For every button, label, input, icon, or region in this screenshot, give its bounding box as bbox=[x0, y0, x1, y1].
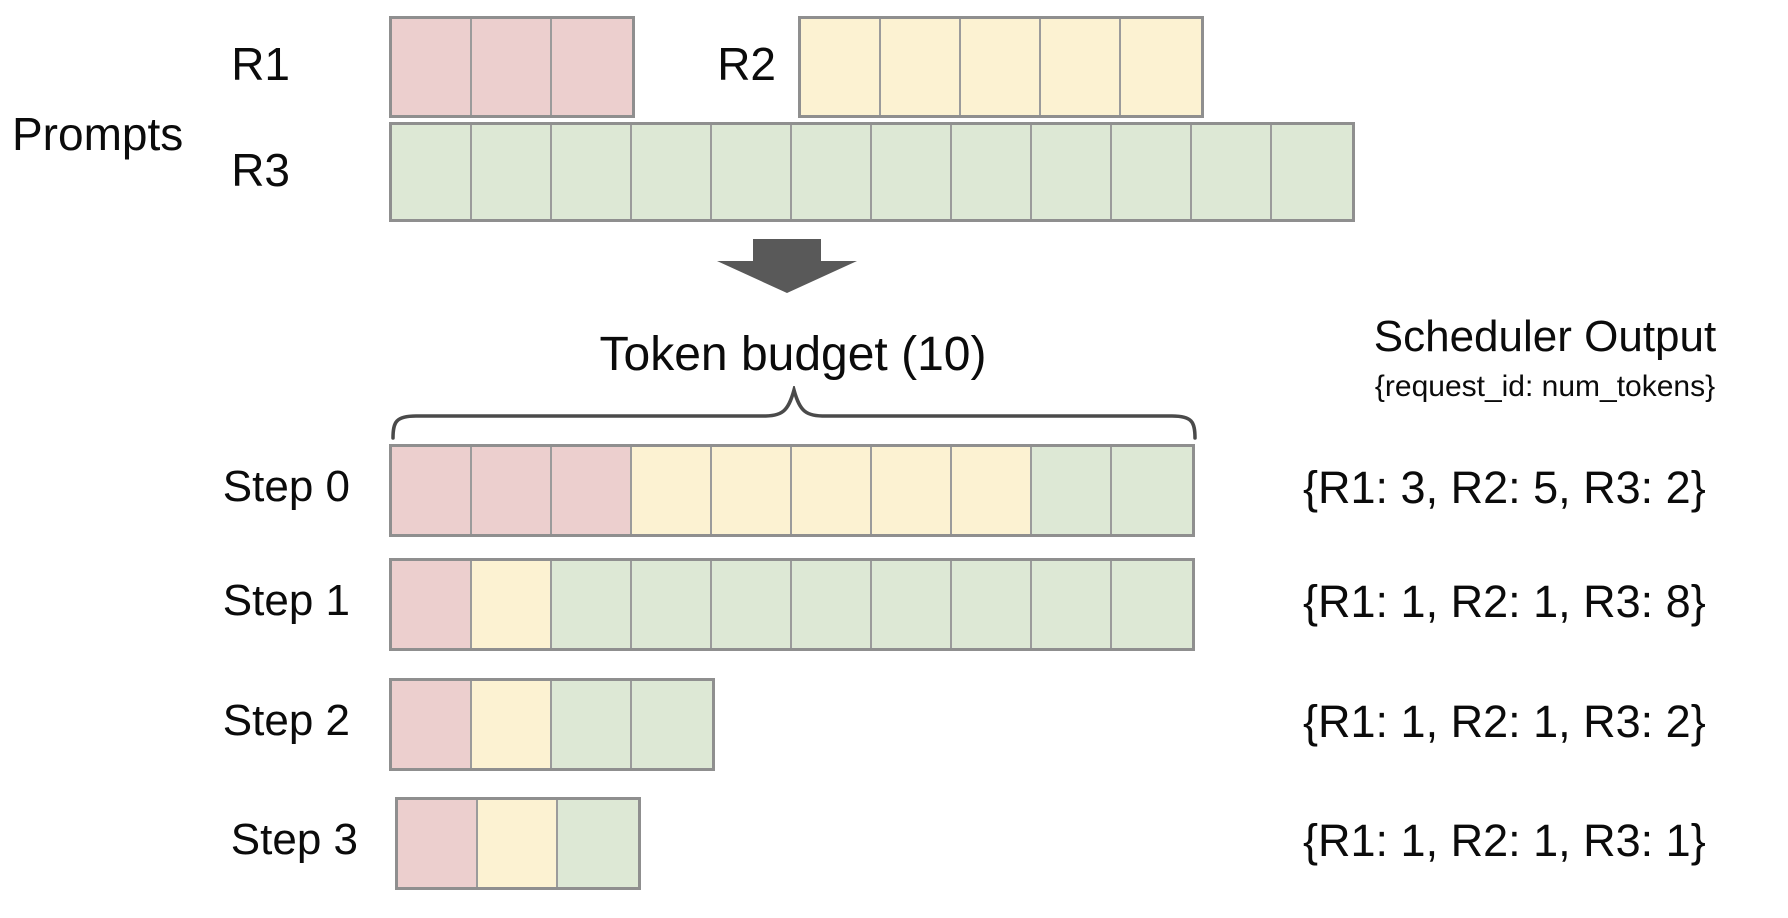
scheduler-output-step-1: {R1: 1, R2: 1, R3: 8} bbox=[1303, 576, 1706, 627]
token-cell-r1 bbox=[472, 19, 552, 115]
token-cell-r3 bbox=[792, 561, 872, 648]
scheduler-output-subtitle: {request_id: num_tokens} bbox=[1374, 370, 1716, 403]
token-cell-r3 bbox=[558, 800, 638, 887]
step-token-row-3 bbox=[395, 797, 641, 890]
token-cell-r3 bbox=[1032, 561, 1112, 648]
token-cell-r3 bbox=[552, 125, 632, 219]
request-label-r1: R1 bbox=[231, 38, 290, 90]
token-cell-r1 bbox=[392, 19, 472, 115]
token-cell-r1 bbox=[392, 447, 472, 534]
token-cell-r2 bbox=[801, 19, 881, 115]
token-cell-r3 bbox=[632, 125, 712, 219]
token-cell-r3 bbox=[552, 681, 632, 768]
token-cell-r3 bbox=[1112, 125, 1192, 219]
prompt-token-row-r3 bbox=[389, 122, 1355, 222]
step-token-row-1 bbox=[389, 558, 1195, 651]
token-cell-r2 bbox=[881, 19, 961, 115]
token-cell-r3 bbox=[792, 125, 872, 219]
token-cell-r3 bbox=[1272, 125, 1352, 219]
token-cell-r3 bbox=[1032, 447, 1112, 534]
token-cell-r2 bbox=[1121, 19, 1201, 115]
token-cell-r3 bbox=[1112, 447, 1192, 534]
token-budget-label: Token budget (10) bbox=[599, 328, 987, 381]
token-cell-r3 bbox=[392, 125, 472, 219]
token-cell-r2 bbox=[712, 447, 792, 534]
token-cell-r2 bbox=[478, 800, 558, 887]
scheduler-output-title: Scheduler Output bbox=[1373, 312, 1717, 361]
step-label-2: Step 2 bbox=[222, 696, 350, 745]
step-label-3: Step 3 bbox=[230, 815, 358, 864]
scheduler-output-step-0: {R1: 3, R2: 5, R3: 2} bbox=[1303, 462, 1706, 513]
token-cell-r3 bbox=[872, 561, 952, 648]
token-cell-r3 bbox=[1192, 125, 1272, 219]
token-cell-r1 bbox=[472, 447, 552, 534]
request-label-r3: R3 bbox=[231, 144, 290, 196]
token-cell-r2 bbox=[952, 447, 1032, 534]
token-cell-r3 bbox=[1112, 561, 1192, 648]
prompt-token-row-r2 bbox=[798, 16, 1204, 118]
scheduler-output-step-2: {R1: 1, R2: 1, R3: 2} bbox=[1303, 696, 1706, 747]
token-cell-r3 bbox=[632, 681, 712, 768]
token-cell-r2 bbox=[792, 447, 872, 534]
token-budget-brace bbox=[390, 383, 1198, 440]
token-cell-r2 bbox=[872, 447, 952, 534]
token-cell-r1 bbox=[552, 19, 632, 115]
request-label-r2: R2 bbox=[717, 38, 776, 90]
step-token-row-2 bbox=[389, 678, 715, 771]
token-cell-r3 bbox=[472, 125, 552, 219]
token-cell-r3 bbox=[952, 561, 1032, 648]
token-cell-r3 bbox=[632, 561, 712, 648]
scheduler-output-step-3: {R1: 1, R2: 1, R3: 1} bbox=[1303, 815, 1706, 866]
prompt-token-row-r1 bbox=[389, 16, 635, 118]
prompts-section-label: Prompts bbox=[12, 108, 184, 160]
token-cell-r1 bbox=[392, 681, 472, 768]
token-cell-r1 bbox=[552, 447, 632, 534]
step-token-row-0 bbox=[389, 444, 1195, 537]
token-cell-r2 bbox=[1041, 19, 1121, 115]
token-cell-r2 bbox=[472, 561, 552, 648]
down-arrow-icon bbox=[717, 239, 857, 293]
token-cell-r3 bbox=[872, 125, 952, 219]
step-label-1: Step 1 bbox=[222, 576, 350, 625]
token-cell-r2 bbox=[632, 447, 712, 534]
token-cell-r3 bbox=[952, 125, 1032, 219]
token-cell-r2 bbox=[961, 19, 1041, 115]
step-label-0: Step 0 bbox=[222, 462, 350, 511]
token-cell-r1 bbox=[398, 800, 478, 887]
token-cell-r3 bbox=[1032, 125, 1112, 219]
token-cell-r3 bbox=[712, 125, 792, 219]
token-cell-r2 bbox=[472, 681, 552, 768]
token-cell-r1 bbox=[392, 561, 472, 648]
token-cell-r3 bbox=[712, 561, 792, 648]
token-cell-r3 bbox=[552, 561, 632, 648]
